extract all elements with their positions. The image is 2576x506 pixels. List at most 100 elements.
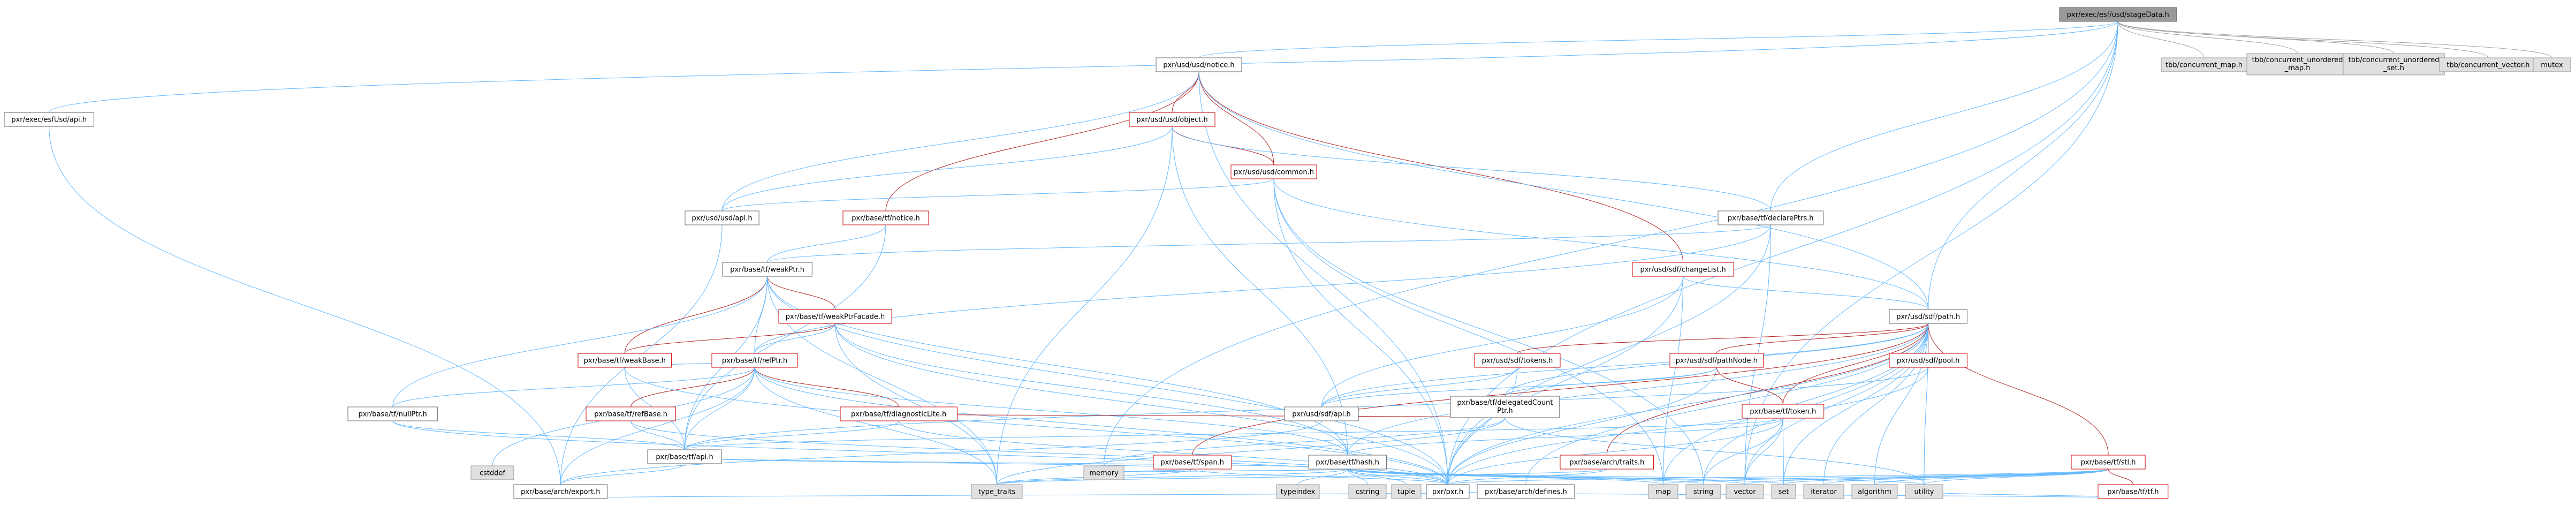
- node-label: pxr/base/tf/stl.h: [2081, 459, 2136, 467]
- node-tfStl[interactable]: pxr/base/tf/stl.h: [2071, 455, 2146, 470]
- node-usdCommon[interactable]: pxr/usd/usd/common.h: [1230, 164, 1317, 179]
- edge-sdfPath-to-tfToken: [1782, 323, 1929, 405]
- edge-tfToken-to-tfHash: [1347, 418, 1783, 456]
- edge-tfNotice-to-weakPtr: [767, 224, 886, 263]
- node-nullPtr[interactable]: pxr/base/tf/nullPtr.h: [347, 406, 438, 421]
- edge-delegatedCountPtr-to-diagnosticLite: [898, 413, 1506, 418]
- node-sdfPath[interactable]: pxr/usd/sdf/path.h: [1889, 309, 1967, 324]
- edge-root-to-declarePtrs: [1770, 21, 2118, 212]
- node-label: pxr/exec/esf/usd/stageData.h: [2067, 11, 2169, 19]
- node-label: pxr/base/tf/refBase.h: [594, 411, 667, 419]
- node-changeList[interactable]: pxr/usd/sdf/changeList.h: [1632, 262, 1734, 277]
- node-label: typeindex: [1281, 488, 1316, 496]
- node-tfNotice[interactable]: pxr/base/tf/notice.h: [842, 210, 929, 225]
- edge-usdCommon-to-sdfPath: [1273, 178, 1929, 310]
- edge-root-to-memory: [1104, 21, 2118, 466]
- edge-tfHash-to-tuple: [1347, 469, 1407, 485]
- edge-weakPtr-to-typeTraits: [767, 276, 997, 485]
- node-archDefines[interactable]: pxr/base/arch/defines.h: [1477, 484, 1575, 499]
- node-root[interactable]: pxr/exec/esf/usd/stageData.h: [2059, 7, 2177, 22]
- node-tbbVector: tbb/concurrent_vector.h: [2439, 57, 2537, 72]
- node-pxr[interactable]: pxr/pxr.h: [1426, 484, 1470, 499]
- node-label: pxr/usd/sdf/pool.h: [1897, 357, 1959, 365]
- node-box: [1771, 484, 1796, 499]
- node-vector: vector: [1726, 484, 1764, 499]
- node-label: pxr/base/arch/export.h: [521, 488, 600, 496]
- edge-usdObject-to-usdApi: [721, 126, 1173, 212]
- node-sdfPathNode[interactable]: pxr/usd/sdf/pathNode.h: [1669, 353, 1764, 368]
- node-refBase[interactable]: pxr/base/tf/refBase.h: [586, 406, 676, 421]
- node-label: pxr/base/arch/traits.h: [1569, 459, 1644, 467]
- node-box: [647, 449, 722, 464]
- node-sdfPool[interactable]: pxr/usd/sdf/pool.h: [1889, 353, 1967, 368]
- node-tfTf[interactable]: pxr/base/tf/tf.h: [2098, 484, 2169, 499]
- node-box: [1726, 484, 1764, 499]
- edge-weakPtrFacade-to-pxr: [835, 323, 1448, 485]
- edge-sdfPathNode-to-pxr: [1447, 367, 1717, 485]
- node-usdApi[interactable]: pxr/usd/usd/api.h: [685, 210, 759, 225]
- node-cstring: cstring: [1348, 484, 1387, 499]
- node-box: [2246, 53, 2349, 75]
- node-box: [778, 309, 892, 324]
- edge-refBase-to-pxr: [630, 420, 1448, 485]
- node-label: pxr/base/tf/declarePtrs.h: [1728, 215, 1814, 223]
- node-tfHash[interactable]: pxr/base/tf/hash.h: [1308, 455, 1387, 470]
- node-refPtr[interactable]: pxr/base/tf/refPtr.h: [711, 353, 798, 368]
- node-weakPtr[interactable]: pxr/base/tf/weakPtr.h: [722, 262, 812, 277]
- node-tfSpan[interactable]: pxr/base/tf/span.h: [1153, 455, 1232, 470]
- node-esfUsdApi[interactable]: pxr/exec/esfUsd/api.h: [4, 112, 94, 127]
- node-box: [2098, 484, 2169, 499]
- node-usdNotice[interactable]: pxr/usd/usd/notice.h: [1156, 57, 1242, 72]
- node-box: [711, 353, 798, 368]
- node-box: [1426, 484, 1470, 499]
- edge-tfToken-to-vector: [1744, 418, 1783, 485]
- node-diagnosticLite[interactable]: pxr/base/tf/diagnosticLite.h: [840, 406, 958, 421]
- node-sdfApi[interactable]: pxr/usd/sdf/api.h: [1284, 406, 1359, 421]
- node-label: pxr/pxr.h: [1432, 488, 1463, 496]
- node-box: [577, 353, 672, 368]
- node-sdfTokens[interactable]: pxr/usd/sdf/tokens.h: [1474, 353, 1561, 368]
- edge-tfHash-to-set: [1347, 469, 1784, 485]
- edge-weakPtrFacade-to-refPtr: [754, 323, 836, 354]
- node-weakPtrFacade[interactable]: pxr/base/tf/weakPtrFacade.h: [778, 309, 892, 324]
- node-archTraits[interactable]: pxr/base/arch/traits.h: [1560, 455, 1654, 470]
- edge-archTraits-to-pxr: [1447, 469, 1607, 485]
- edge-tfStl-to-algorithm: [1874, 469, 2109, 485]
- node-box: [1391, 484, 1422, 499]
- node-label: pxr/base/arch/defines.h: [1485, 488, 1567, 496]
- node-label: pxr/usd/sdf/pathNode.h: [1676, 357, 1758, 365]
- node-box: [470, 465, 514, 480]
- node-label: pxr/base/tf/notice.h: [852, 215, 920, 223]
- node-label: tuple: [1397, 488, 1415, 496]
- node-box: [1153, 455, 1232, 470]
- node-box: [840, 406, 958, 421]
- node-usdObject[interactable]: pxr/usd/usd/object.h: [1129, 112, 1215, 127]
- node-label: cstring: [1356, 488, 1379, 496]
- node-box: [1276, 484, 1320, 499]
- dependency-nodes: pxr/exec/esf/usd/stageData.h pxr/usd/usd/…: [4, 7, 2571, 499]
- node-tfApi[interactable]: pxr/base/tf/api.h: [647, 449, 722, 464]
- node-label: tbb/concurrent_map.h: [2165, 62, 2243, 70]
- node-tfToken[interactable]: pxr/base/tf/token.h: [1742, 404, 1825, 419]
- edge-usdCommon-to-usdApi: [721, 178, 1274, 212]
- node-set: set: [1771, 484, 1796, 499]
- node-label: pxr/base/tf/span.h: [1160, 459, 1224, 467]
- edge-sdfPath-to-archTraits: [1606, 323, 1929, 456]
- edge-root-to-vector: [1744, 21, 2118, 485]
- node-weakBase[interactable]: pxr/base/tf/weakBase.h: [577, 353, 672, 368]
- node-label: pxr/base/tf/hash.h: [1316, 459, 1379, 467]
- edge-tfToken-to-pxr: [1447, 418, 1783, 485]
- edge-usdNotice-to-tfNotice: [885, 71, 1199, 212]
- edge-weakPtrFacade-to-tfHash: [835, 323, 1348, 456]
- edge-sdfPath-to-tfHash: [1347, 323, 1929, 456]
- edge-tfStl-to-iterator: [1823, 469, 2109, 485]
- node-label: iterator: [1811, 488, 1837, 496]
- node-box: [347, 406, 438, 421]
- node-label: pxr/base/tf/tf.h: [2107, 488, 2159, 496]
- edge-usdCommon-to-pxr: [1273, 178, 1448, 485]
- node-archExport[interactable]: pxr/base/arch/export.h: [513, 484, 608, 499]
- edge-usdNotice-to-pxr: [1198, 71, 1448, 485]
- node-declarePtrs[interactable]: pxr/base/tf/declarePtrs.h: [1718, 210, 1823, 225]
